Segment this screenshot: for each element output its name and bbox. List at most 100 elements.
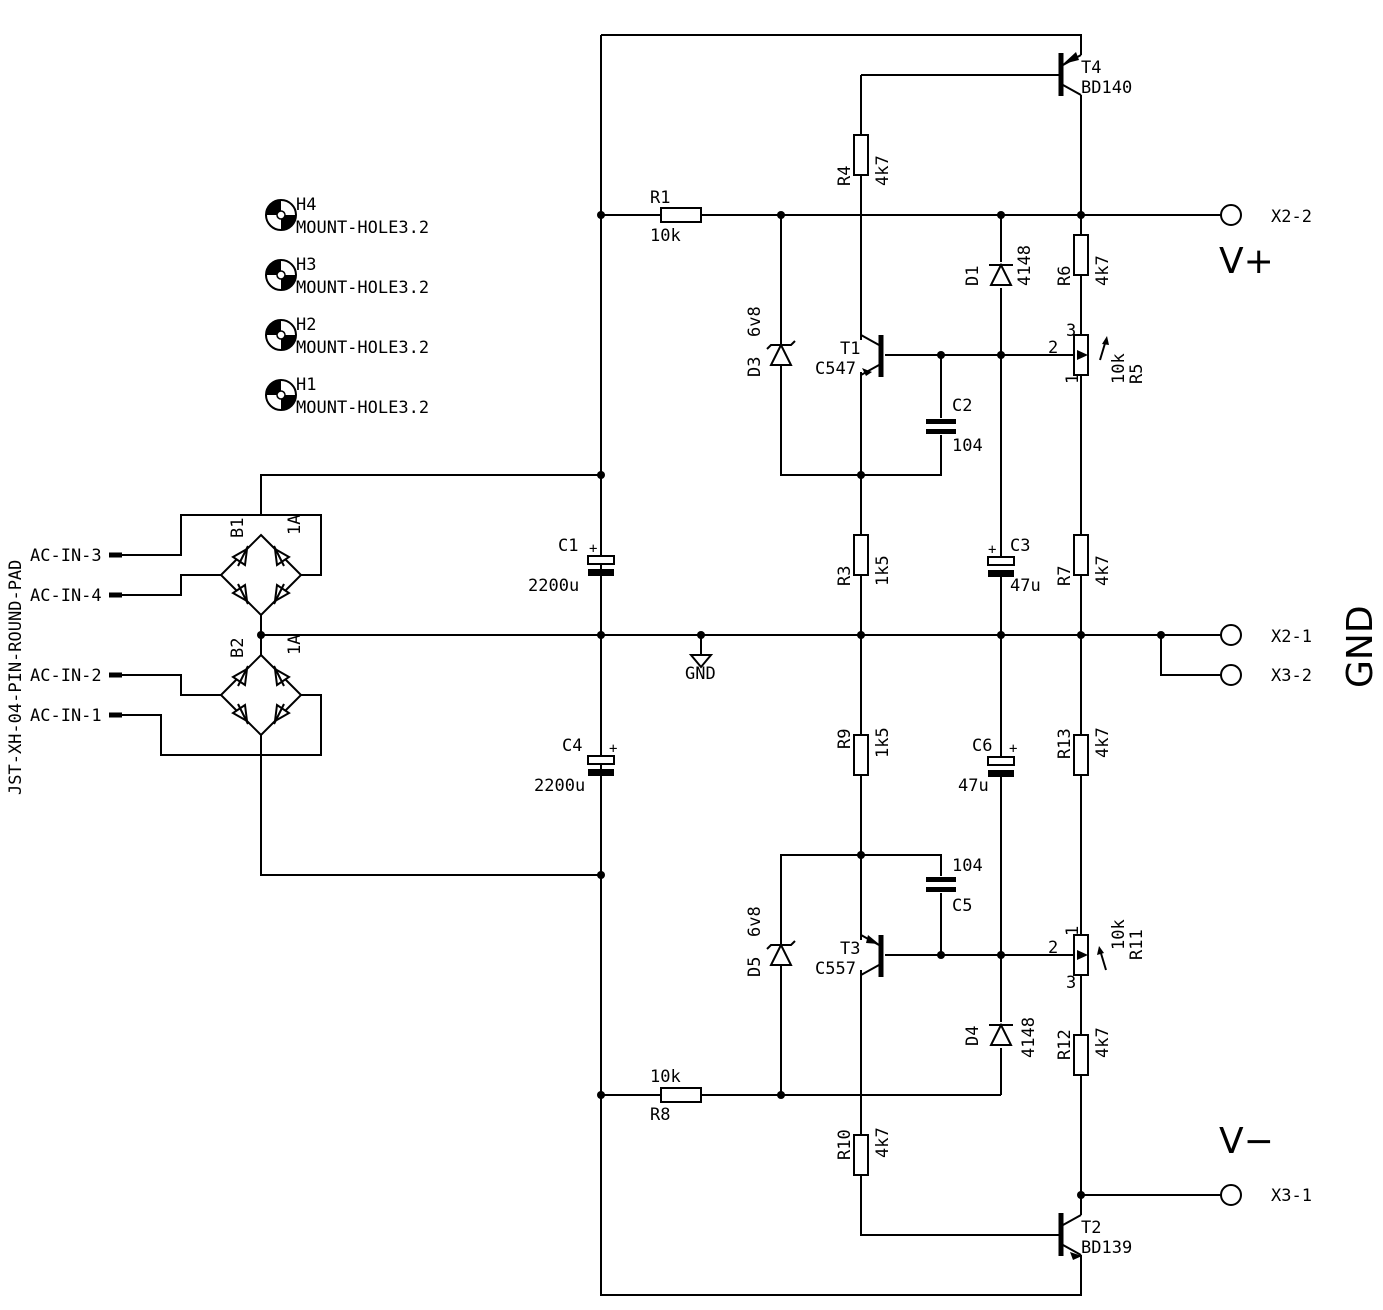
res-value: 10k: [650, 226, 681, 246]
mount-hole-ref: H3: [296, 255, 316, 275]
pot-value: 10k: [1109, 919, 1129, 950]
svg-text:+: +: [1009, 741, 1017, 757]
resistor-r10: R10 4k7: [835, 1127, 893, 1176]
resistor-r3: R3 1k5: [835, 534, 893, 586]
capacitor-c6: + C6 47u: [958, 736, 1017, 796]
pot-ref: R5: [1127, 364, 1147, 384]
resistor-r6: R6 4k7: [1055, 234, 1113, 286]
cap-ref: C4: [562, 736, 582, 756]
pot-pin-label: 2: [1048, 338, 1058, 358]
junction-dot: [997, 211, 1005, 219]
pot-pin-label: 1: [1063, 926, 1083, 936]
svg-text:+: +: [988, 542, 996, 558]
bridge-value: 1A: [285, 635, 305, 655]
junction-dot: [597, 871, 605, 879]
junction-dot: [597, 631, 605, 639]
diode-ref: D3: [745, 357, 765, 377]
res-value: 1k5: [873, 727, 893, 758]
transistor-ref: T3: [840, 939, 860, 959]
pot-pin-label: 2: [1048, 938, 1058, 958]
junction-dot: [857, 631, 865, 639]
res-ref: R10: [835, 1129, 855, 1160]
junction-dot: [857, 471, 865, 479]
bridge-rectifier-b2: B2 1A: [219, 635, 305, 737]
cap-value: 2200u: [534, 776, 585, 796]
mount-hole-value: MOUNT-HOLE3.2: [296, 338, 429, 358]
bridge-value: 1A: [285, 515, 305, 535]
cap-value: 47u: [1010, 576, 1041, 596]
junction-dot: [937, 351, 945, 359]
capacitor-c3: + C3 47u: [987, 536, 1041, 596]
transistor-ref: T1: [840, 339, 860, 359]
transistor-value: BD139: [1081, 1238, 1132, 1258]
resistor-r9: R9 1k5: [835, 727, 893, 776]
output-terminals: X2-2 X2-1 X3-2 X3-1: [1220, 204, 1312, 1206]
junction-dot: [997, 631, 1005, 639]
junction-dot: [1077, 211, 1085, 219]
transistor-value: C557: [815, 959, 856, 979]
resistor-r4: R4 4k7: [835, 134, 893, 186]
bridge-rectifier-b1: B1 1A: [219, 515, 305, 617]
junction-dot: [597, 211, 605, 219]
connector-pin-label: AC-IN-4: [30, 586, 102, 606]
mount-hole-h1: H1 MOUNT-HOLE3.2: [265, 375, 429, 418]
res-ref: R1: [650, 188, 670, 208]
diode-value: 6v8: [745, 306, 765, 337]
svg-text:+: +: [609, 741, 617, 757]
diode-d1: D1 4148: [963, 245, 1035, 286]
junction-dot: [997, 951, 1005, 959]
mount-hole-ref: H1: [296, 375, 316, 395]
junction-dot: [997, 351, 1005, 359]
res-value: 10k: [650, 1067, 681, 1087]
transistor-t3: T3 C557: [815, 934, 884, 979]
res-ref: R7: [1055, 566, 1075, 586]
transistor-t1: T1 C547: [815, 334, 884, 379]
mount-hole-value: MOUNT-HOLE3.2: [296, 218, 429, 238]
connector-pin-label: AC-IN-3: [30, 546, 102, 566]
res-ref: R12: [1055, 1029, 1075, 1060]
cap-ref: C5: [952, 896, 972, 916]
res-value: 4k7: [1093, 1027, 1113, 1058]
mount-hole-h3: H3 MOUNT-HOLE3.2: [265, 255, 429, 298]
diode-value: 6v8: [745, 906, 765, 937]
cap-ref: C1: [558, 536, 578, 556]
diode-ref: D4: [963, 1026, 983, 1046]
terminal-label: X2-2: [1271, 207, 1312, 227]
resistor-r1: R1 10k: [650, 188, 702, 246]
gnd-label: GND: [1340, 605, 1381, 688]
ac-input-connector: JST-XH-04-PIN-ROUND-PAD AC-IN-3 AC-IN-4 …: [6, 546, 122, 795]
mount-hole-ref: H4: [296, 195, 316, 215]
cap-value: 104: [952, 856, 983, 876]
diode-ref: D5: [745, 957, 765, 977]
cap-ref: C2: [952, 396, 972, 416]
capacitor-c4: + C4 2200u: [534, 736, 617, 796]
terminal-label: X3-2: [1271, 666, 1312, 686]
pot-ref: R11: [1127, 929, 1147, 960]
cap-value: 104: [952, 436, 983, 456]
junction-dot: [597, 1091, 605, 1099]
terminal-x3-2: [1220, 664, 1242, 686]
junction-dot: [777, 1091, 785, 1099]
cap-ref: C3: [1010, 536, 1030, 556]
diode-value: 4148: [1015, 245, 1035, 286]
ground-label: GND: [685, 664, 716, 684]
res-value: 4k7: [1093, 255, 1113, 286]
terminal-x3-1: [1220, 1184, 1242, 1206]
cap-value: 47u: [958, 776, 989, 796]
diode-d4: D4 4148: [963, 1017, 1039, 1058]
pot-value: 10k: [1109, 353, 1129, 384]
res-ref: R4: [835, 166, 855, 186]
junction-dot: [257, 631, 265, 639]
res-ref: R6: [1055, 266, 1075, 286]
capacitor-c5: 104 C5: [926, 856, 983, 916]
resistor-r12: R12 4k7: [1055, 1027, 1113, 1076]
terminal-label: X2-1: [1271, 627, 1312, 647]
connector-pin-label: AC-IN-2: [30, 666, 102, 686]
terminal-x2-1: [1220, 624, 1242, 646]
mount-hole-value: MOUNT-HOLE3.2: [296, 398, 429, 418]
junction-dot: [1157, 631, 1165, 639]
res-ref: R8: [650, 1105, 670, 1125]
zener-d5: D5 6v8: [745, 906, 796, 977]
junction-dot: [1077, 631, 1085, 639]
diode-value: 4148: [1019, 1017, 1039, 1058]
